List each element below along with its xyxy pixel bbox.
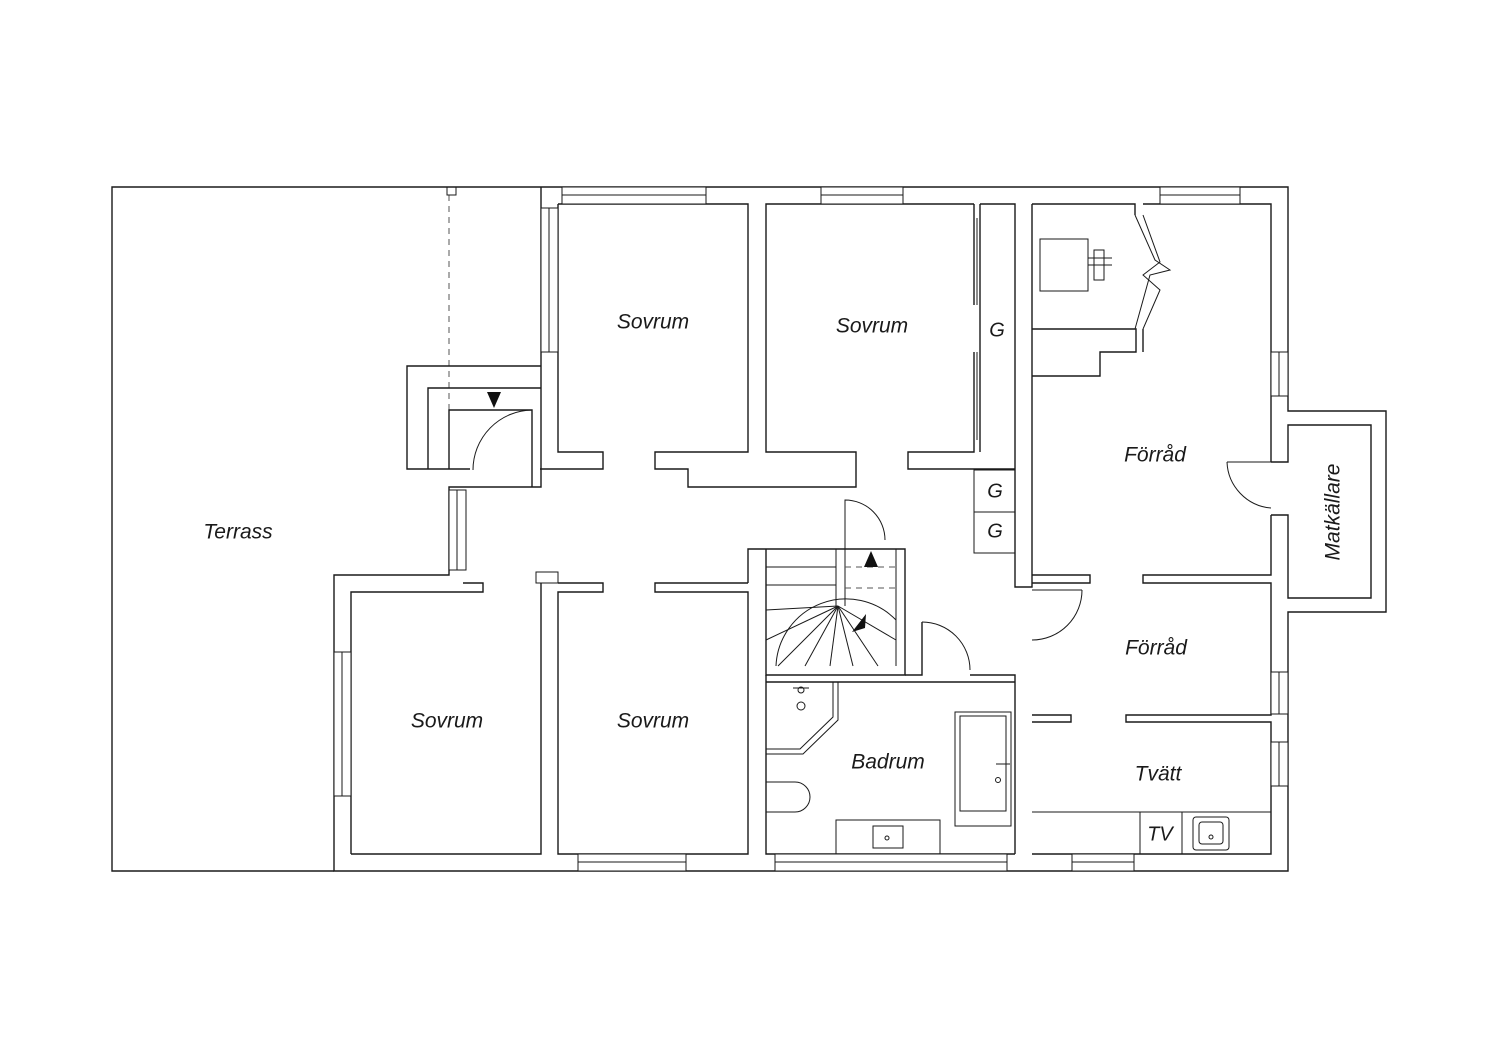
- room-label-sovrum-2: Sovrum: [836, 315, 908, 338]
- stair-arrow-turn-icon: [852, 614, 866, 632]
- root-cellar: [1226, 424, 1372, 599]
- room-label-sovrum-4: Sovrum: [617, 710, 689, 733]
- entrance-arrow-icon: [487, 392, 501, 408]
- room-label-sovrum-1: Sovrum: [617, 311, 689, 334]
- stair-arrow-up-icon: [864, 551, 878, 567]
- closet-label-g-middle: G: [987, 480, 1003, 502]
- hall-doors: [905, 589, 1083, 854]
- outer-walls: [333, 186, 1387, 872]
- windows: [333, 186, 1289, 872]
- right-rooms: [1032, 203, 1272, 855]
- staircase: [747, 499, 906, 676]
- entrance-porch: [406, 365, 541, 487]
- room-label-forrad-1: Förråd: [1124, 444, 1187, 467]
- bedroom-top-middle: [907, 203, 1033, 588]
- room-label-tvatt: Tvätt: [1135, 763, 1183, 786]
- hall-closets: [973, 469, 1016, 554]
- room-label-forrad-2: Förråd: [1125, 637, 1188, 660]
- terrace-outline: [111, 186, 541, 872]
- room-label-badrum: Badrum: [851, 751, 925, 774]
- room-label-sovrum-3: Sovrum: [411, 710, 483, 733]
- closet-label-g-lower: G: [987, 520, 1003, 542]
- appliance-label-tv: TV: [1147, 823, 1174, 845]
- closet-label-g-upper: G: [989, 319, 1005, 341]
- room-label-terrass: Terrass: [203, 521, 273, 544]
- room-label-matkallare: Matkällare: [1322, 464, 1345, 561]
- bedroom-top-left: [558, 203, 974, 488]
